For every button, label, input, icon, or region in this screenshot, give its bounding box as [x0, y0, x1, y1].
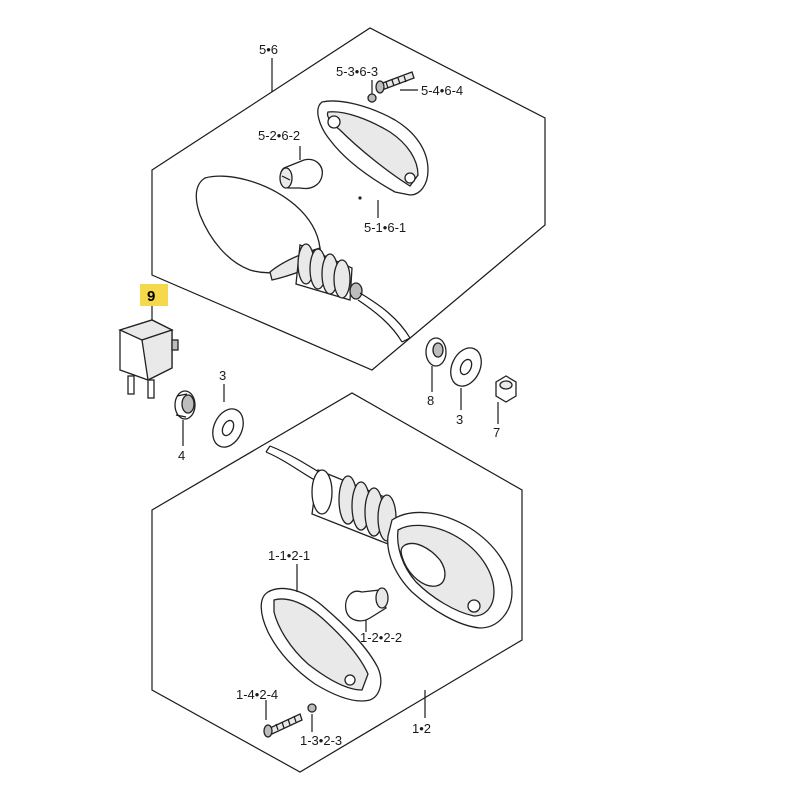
washer-upper [367, 93, 377, 103]
washer-right [450, 347, 482, 387]
label-lens-lower: 1-1•2-1 [268, 548, 310, 563]
lower-assembly-frame [151, 392, 523, 773]
label-nut-left: 4 [178, 448, 185, 463]
nut-left [174, 390, 196, 420]
leader-lines [151, 58, 499, 732]
nut-right [495, 375, 517, 403]
lens-lower [260, 587, 382, 702]
label-lens-upper: 5-1•6-1 [364, 220, 406, 235]
washer-left [212, 408, 244, 448]
bulb-lower [344, 587, 389, 622]
upper-assembly-frame [151, 27, 546, 371]
upper-turn-signal [195, 71, 429, 343]
label-nut-right: 7 [493, 425, 500, 440]
label-washer-right: 3 [456, 412, 463, 427]
label-washer-left: 3 [219, 368, 226, 383]
rubber-right [425, 337, 447, 367]
label-washer-lower: 1-3•2-3 [300, 733, 342, 748]
lens-upper [317, 100, 429, 196]
upper-stem-ribs [297, 243, 351, 299]
relay-label-highlight [140, 284, 168, 306]
label-lower-assy: 1•2 [412, 721, 431, 736]
washer-lower [307, 703, 317, 713]
label-bulb-lower: 1-2•2-2 [360, 630, 402, 645]
lower-turn-signal [260, 445, 513, 738]
label-relay: 9 [147, 288, 155, 305]
screw-upper [375, 71, 415, 94]
label-screw-upper: 5-4•6-4 [421, 83, 463, 98]
screw-lower [263, 713, 303, 738]
label-upper-assy: 5•6 [259, 42, 278, 57]
bulb-upper [279, 158, 323, 190]
label-washer-upper: 5-3•6-3 [336, 64, 378, 79]
label-rubber-right: 8 [427, 393, 434, 408]
part-labels: 5•6 5-3•6-3 5-4•6-4 5-2•6-2 5-1•6-1 9 4 … [147, 42, 500, 748]
label-bulb-upper: 5-2•6-2 [258, 128, 300, 143]
label-screw-lower: 1-4•2-4 [236, 687, 278, 702]
relay [118, 319, 179, 399]
